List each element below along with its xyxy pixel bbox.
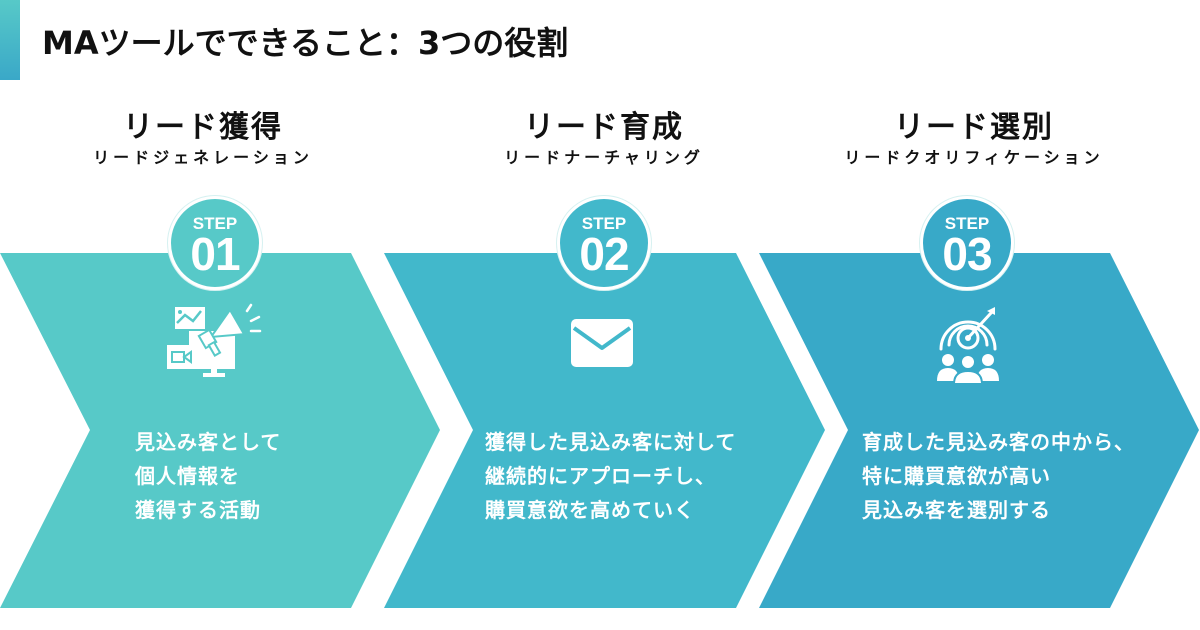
step-2-heading: リード育成 リードナーチャリング xyxy=(424,108,784,168)
step-2-subtitle: リードナーチャリング xyxy=(504,148,704,167)
step-3-desc-line: 見込み客を選別する xyxy=(862,498,1051,522)
step-1-number: 01 xyxy=(190,227,240,280)
step-1-label: STEP xyxy=(192,213,238,233)
step-2-description: 獲得した見込み客に対して 継続的にアプローチし、 購買意欲を高めていく xyxy=(485,425,736,527)
step-3-badge: STEP 03 xyxy=(920,196,1014,290)
step-3-number: 03 xyxy=(942,227,992,280)
step-2-desc-line: 獲得した見込み客に対して xyxy=(485,430,737,454)
target-audience-icon xyxy=(937,307,999,385)
step-2-desc-line: 購買意欲を高めていく xyxy=(485,498,695,522)
step-1-heading: リード獲得 リードジェネレーション xyxy=(23,108,383,168)
marketing-megaphone-icon xyxy=(167,303,262,377)
step-2-title: リード育成 xyxy=(524,110,684,145)
chevron-step-3 xyxy=(759,253,1199,608)
step-1-desc-line: 個人情報を xyxy=(135,464,240,488)
step-1-desc-line: 見込み客として xyxy=(135,430,282,454)
step-2-badge: STEP 02 xyxy=(557,196,651,290)
step-3-desc-line: 特に購買意欲が高い xyxy=(862,464,1051,488)
step-3-desc-line: 育成した見込み客の中から、 xyxy=(862,430,1135,454)
step-3-title: リード選別 xyxy=(894,110,1054,145)
step-1-title: リード獲得 xyxy=(123,110,283,145)
step-1-subtitle: リードジェネレーション xyxy=(93,148,313,167)
step-1-desc-line: 獲得する活動 xyxy=(135,498,261,522)
step-3-label: STEP xyxy=(944,213,990,233)
page-title: MAツールでできること：3つの役割 xyxy=(42,24,569,62)
step-1-badge: STEP 01 xyxy=(168,196,262,290)
mail-envelope-icon xyxy=(571,319,633,367)
title-accent-bar xyxy=(0,0,20,80)
step-3-description: 育成した見込み客の中から、 特に購買意欲が高い 見込み客を選別する xyxy=(862,425,1135,527)
step-2-number: 02 xyxy=(579,227,629,280)
chevron-step-2 xyxy=(384,253,825,608)
chevron-step-1 xyxy=(0,253,440,608)
step-3-subtitle: リードクオリフィケーション xyxy=(844,148,1104,167)
step-1-description: 見込み客として 個人情報を 獲得する活動 xyxy=(135,425,281,527)
step-2-label: STEP xyxy=(581,213,627,233)
step-3-heading: リード選別 リードクオリフィケーション xyxy=(794,108,1154,168)
step-2-desc-line: 継続的にアプローチし、 xyxy=(485,464,716,488)
